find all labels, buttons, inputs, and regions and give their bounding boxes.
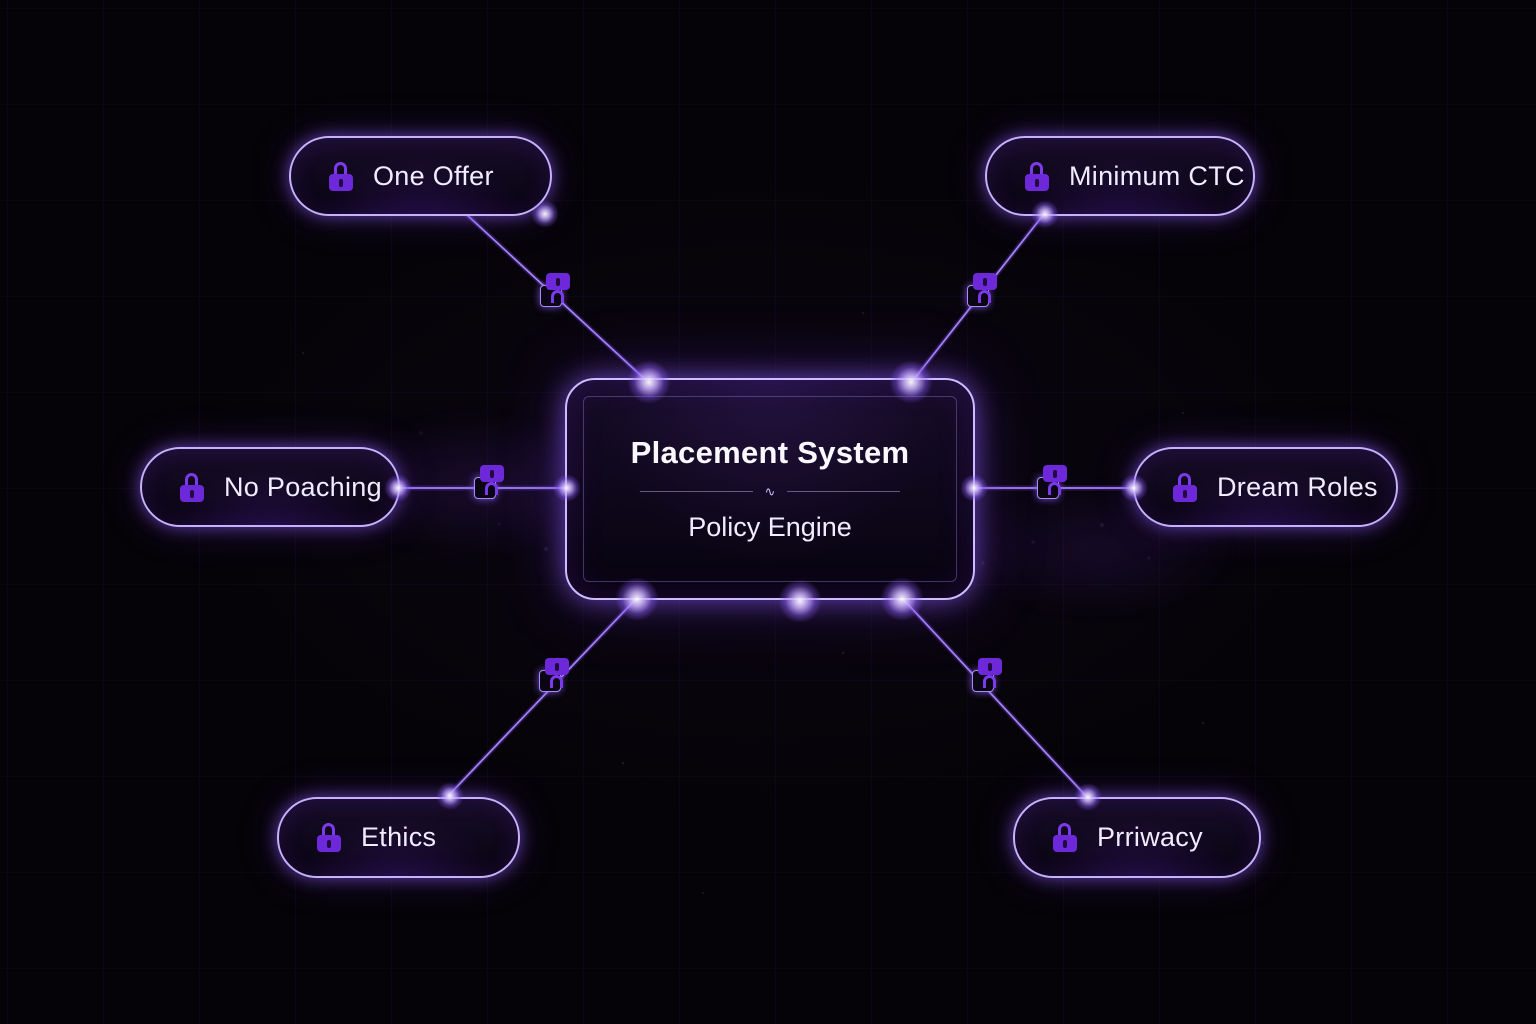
node-label: One Offer — [373, 160, 494, 191]
lock-badge-icon — [972, 657, 1002, 692]
divider-rule — [787, 491, 901, 492]
center-inner-panel: Placement System ∿ Policy Engine — [583, 396, 957, 582]
lock-icon — [317, 823, 341, 852]
node-dream-roles: Dream Roles — [1133, 447, 1398, 527]
node-label: Minimum CTC — [1069, 160, 1245, 191]
wave-icon: ∿ — [764, 484, 776, 499]
center-subtitle: Policy Engine — [688, 512, 852, 542]
lock-badge-icon — [474, 464, 504, 499]
node-one-offer: One Offer — [289, 136, 552, 216]
lock-icon — [1173, 472, 1197, 502]
node-placement-system: Placement System ∿ Policy Engine — [565, 378, 975, 600]
center-title: Placement System — [630, 435, 910, 470]
node-no-poaching: No Poaching — [140, 447, 400, 527]
background-specks — [0, 0, 2, 2]
lock-icon — [1025, 161, 1049, 191]
lock-badge-icon — [539, 657, 569, 692]
node-label: Ethics — [361, 822, 437, 852]
divider-rule — [639, 491, 753, 492]
lock-icon — [1053, 823, 1077, 852]
node-label: No Poaching — [224, 471, 382, 502]
node-minimum-ctc: Minimum CTC — [985, 136, 1255, 216]
lock-badge-icon — [540, 272, 570, 307]
lock-icon — [180, 472, 204, 502]
lock-icon — [329, 161, 353, 191]
node-prriwacy: Prriwacy — [1013, 797, 1261, 878]
node-label: Dream Roles — [1217, 471, 1378, 502]
lock-badge-icon — [967, 272, 997, 307]
node-ethics: Ethics — [277, 797, 520, 878]
node-label: Prriwacy — [1097, 822, 1203, 852]
center-divider: ∿ — [639, 484, 901, 499]
lock-badge-icon — [1037, 464, 1067, 499]
